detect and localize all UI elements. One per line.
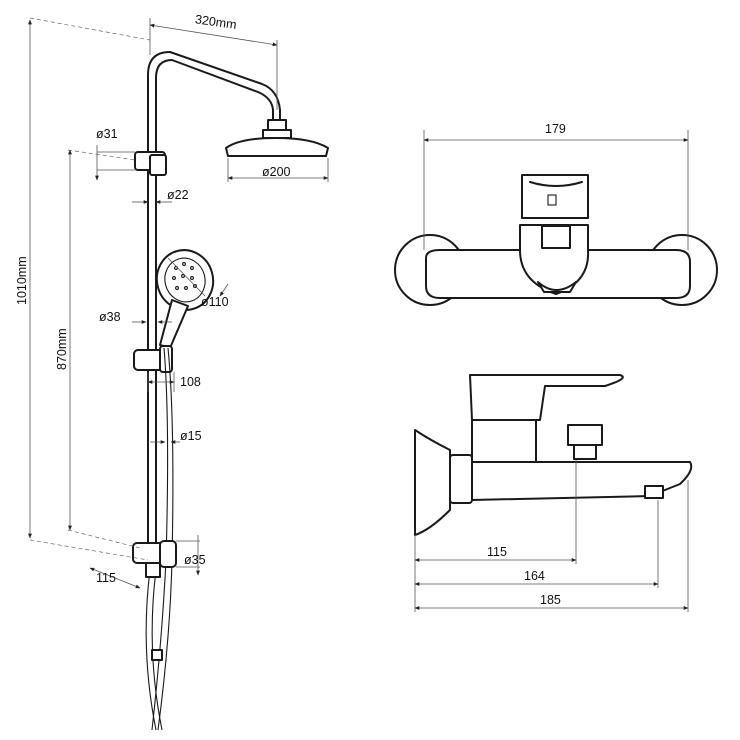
hand-shower [155,249,215,349]
shower-head [225,119,329,157]
lower-bracket [132,540,177,578]
label-dia-31: ø31 [96,127,118,141]
label-1010mm: 1010mm [15,256,29,305]
label-115-column: 115 [96,571,116,585]
label-dia-15: ø15 [180,429,202,443]
riser-pipe [147,51,281,551]
label-185: 185 [540,593,561,607]
label-dia-200: ø200 [262,165,291,179]
label-179: 179 [545,122,566,136]
label-dia-110: ø110 [201,295,229,309]
label-dia-35: ø35 [184,553,206,567]
label-dia-38: ø38 [99,310,121,324]
upper-bracket [134,151,167,176]
label-115-side: 115 [487,545,507,559]
slider-bracket [133,345,173,373]
mixer-side-view [414,374,693,612]
mixer-front-view [394,130,718,306]
shower-column-drawing [28,17,329,731]
label-320mm: 320mm [194,12,237,32]
label-164: 164 [524,569,545,583]
label-dia-22: ø22 [167,188,189,202]
label-870mm: 870mm [55,328,69,370]
label-108: 108 [180,375,201,389]
